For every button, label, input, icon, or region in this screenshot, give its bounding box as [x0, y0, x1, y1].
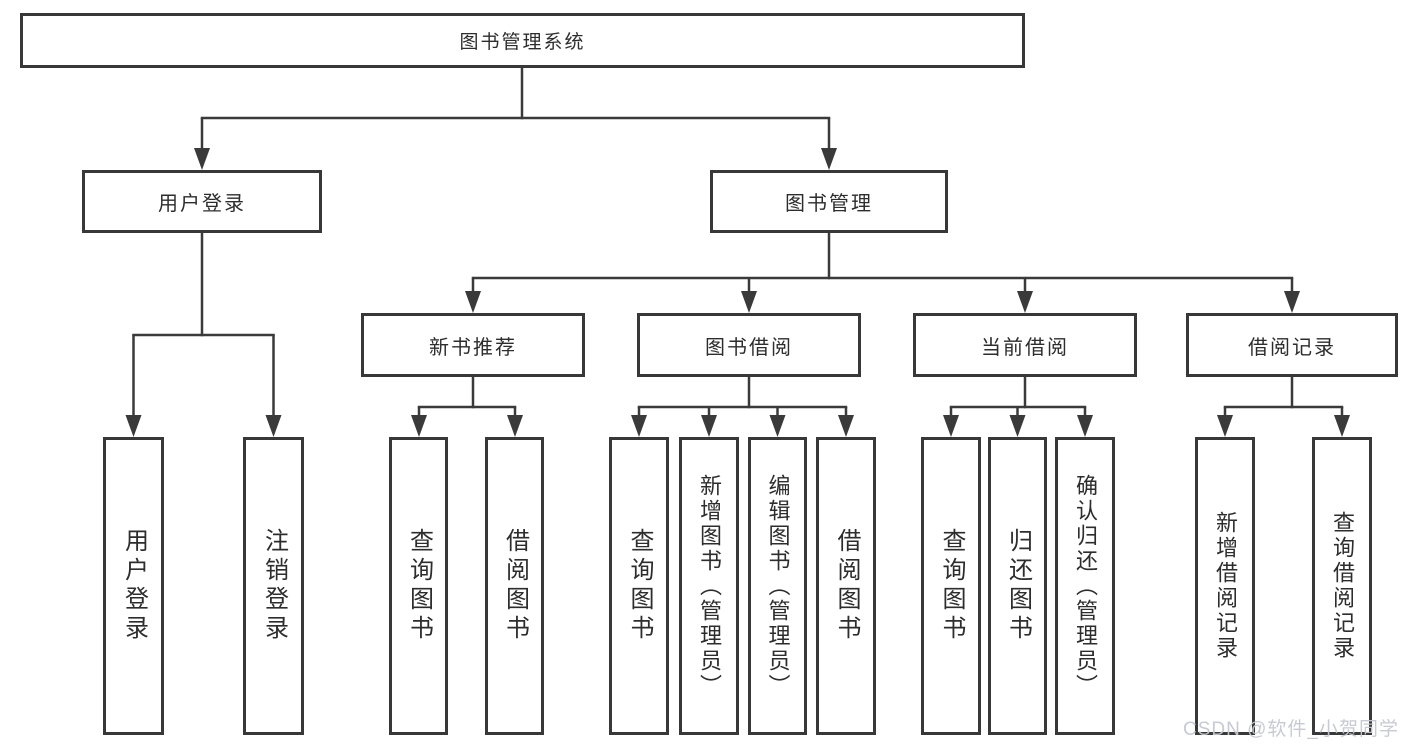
leaf-confirm-return-admin: 确认归还（管理员） — [1055, 437, 1115, 735]
edge-book-borrow-to-leaves — [631, 377, 854, 437]
leaf-edit-book-admin: 编辑图书（管理员） — [748, 437, 807, 735]
leaf-user-login: 用户登录 — [103, 437, 164, 735]
leaf-label: 查询图书 — [626, 528, 653, 644]
node-borrow-record: 借阅记录 — [1186, 313, 1398, 377]
arrowhead-icon — [125, 415, 142, 437]
arrowhead-icon — [265, 415, 282, 437]
arrowhead-icon — [1017, 291, 1033, 313]
arrowhead-icon — [821, 148, 837, 170]
node-book-borrow: 图书借阅 — [637, 313, 861, 377]
arrowhead-icon — [1334, 415, 1350, 437]
csdn-watermark: CSDN @软件_小贺同学 — [1183, 719, 1399, 740]
node-user-login: 用户登录 — [82, 170, 322, 233]
leaf-label: 查询图书 — [405, 528, 433, 644]
leaf-label: 查询图书 — [938, 528, 965, 644]
leaf-add-book-admin: 新增图书（管理员） — [679, 437, 739, 735]
edge-borrow-record-to-leaves — [1217, 377, 1350, 437]
leaf-label: 用户登录 — [120, 528, 148, 644]
arrowhead-icon — [507, 415, 523, 437]
edge-current-borrow-to-leaves — [943, 377, 1093, 437]
leaf-label: 新增图书（管理员） — [697, 473, 722, 699]
arrowhead-icon — [701, 415, 717, 437]
leaf-label: 归还图书 — [1004, 528, 1032, 644]
arrowhead-icon — [631, 415, 647, 437]
arrowhead-icon — [465, 291, 481, 313]
arrowhead-icon — [1077, 415, 1093, 437]
leaf-logout: 注销登录 — [243, 437, 304, 735]
leaf-borrow-book: 借阅图书 — [816, 437, 876, 735]
leaf-query-borrow-record: 查询借阅记录 — [1312, 437, 1372, 735]
leaf-borrow-book-recommend: 借阅图书 — [485, 437, 544, 735]
leaf-add-borrow-record: 新增借阅记录 — [1195, 437, 1255, 735]
arrowhead-icon — [741, 291, 757, 313]
edge-user-login-to-leaves — [125, 233, 282, 437]
leaf-label: 借阅图书 — [833, 528, 860, 644]
leaf-label: 查询借阅记录 — [1330, 511, 1355, 661]
arrowhead-icon — [943, 415, 959, 437]
leaf-label: 编辑图书（管理员） — [765, 473, 791, 699]
leaf-return-book: 归还图书 — [988, 437, 1047, 735]
arrowhead-icon — [1009, 415, 1026, 437]
arrowhead-icon — [1217, 415, 1233, 437]
node-book-management: 图书管理 — [710, 170, 948, 233]
node-current-borrow: 当前借阅 — [913, 313, 1137, 377]
edge-new-book-recommend-to-leaves — [411, 377, 523, 437]
edge-book-management-to-level3 — [465, 233, 1300, 313]
arrowhead-icon — [1284, 291, 1300, 313]
arrowhead-icon — [194, 148, 210, 170]
leaf-label: 注销登录 — [260, 528, 288, 644]
leaf-label: 借阅图书 — [501, 528, 529, 644]
edge-root-to-level2 — [194, 66, 837, 170]
arrowhead-icon — [838, 415, 854, 437]
node-new-book-recommend: 新书推荐 — [361, 313, 585, 377]
node-root: 图书管理系统 — [20, 13, 1025, 68]
leaf-query-book-borrow: 查询图书 — [609, 437, 669, 735]
leaf-query-book-current: 查询图书 — [921, 437, 981, 735]
arrowhead-icon — [769, 415, 786, 437]
leaf-label: 新增借阅记录 — [1213, 511, 1238, 661]
leaf-query-book-recommend: 查询图书 — [389, 437, 448, 735]
leaf-label: 确认归还（管理员） — [1073, 473, 1098, 699]
arrowhead-icon — [411, 415, 427, 437]
